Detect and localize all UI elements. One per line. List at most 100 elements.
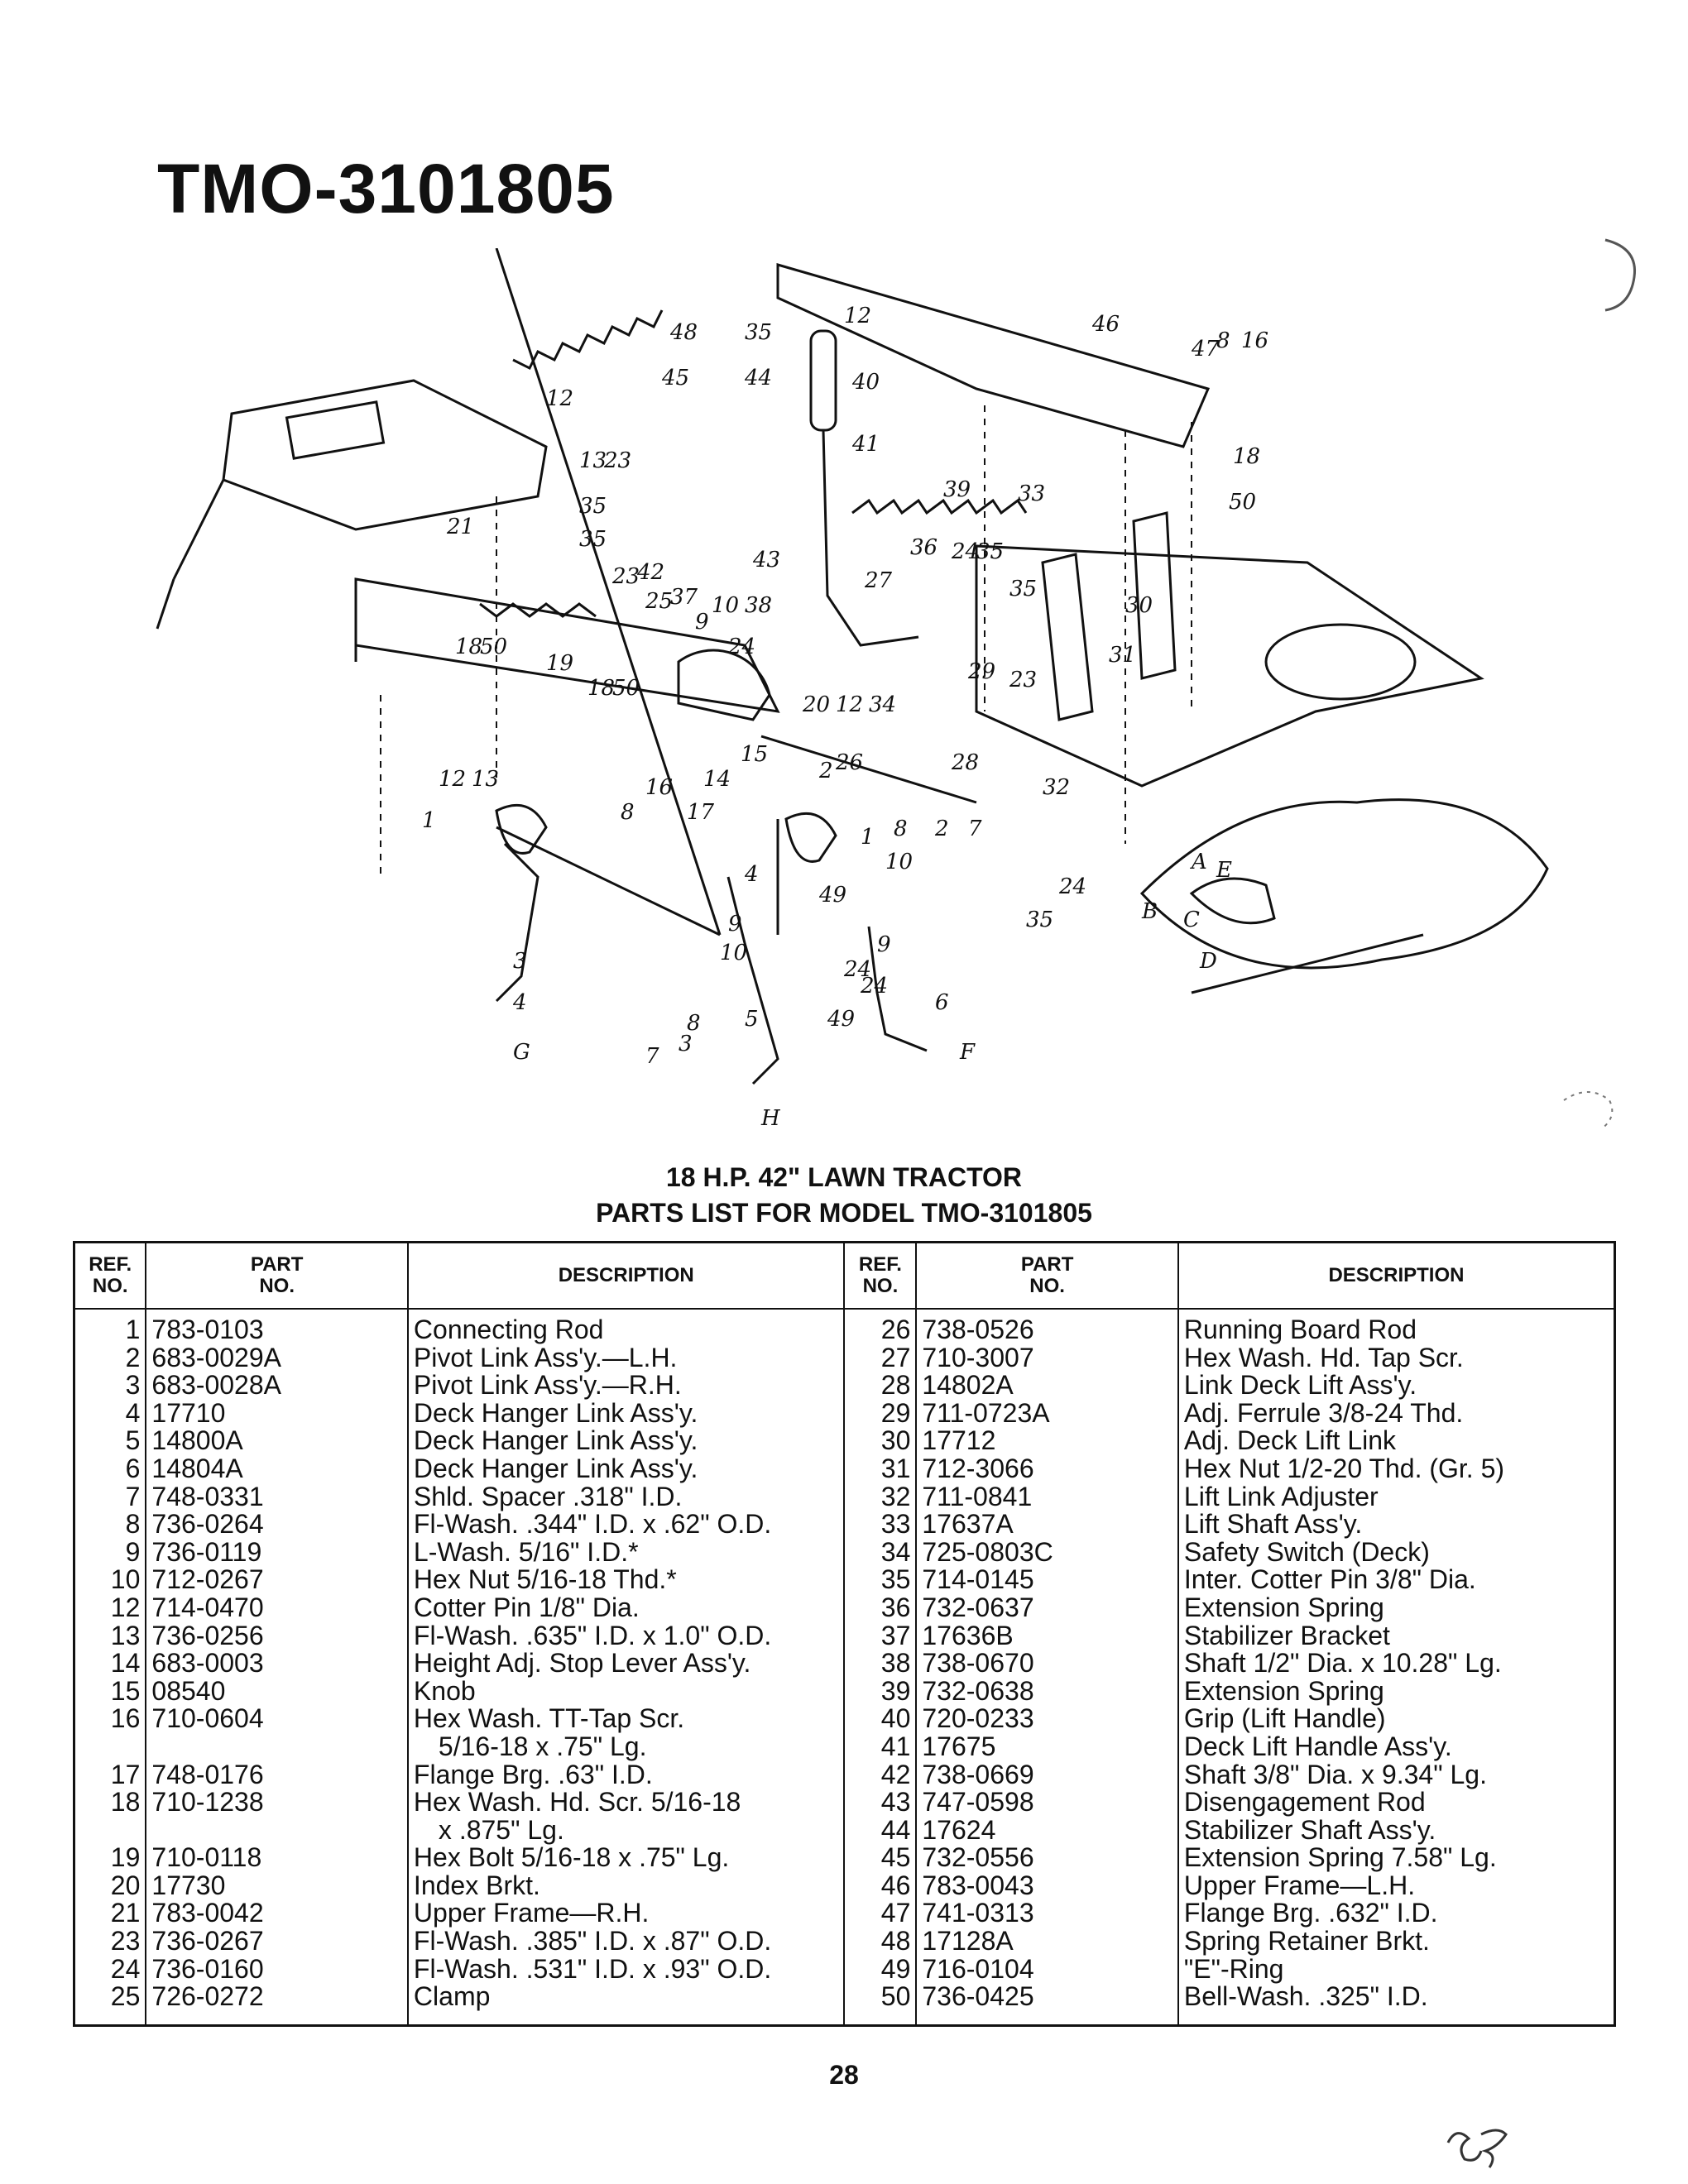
part-description: Lift Link Adjuster <box>1183 1481 1379 1511</box>
svg-text:7: 7 <box>968 817 982 841</box>
svg-text:16: 16 <box>1241 328 1268 353</box>
part-description: Fl-Wash. .531" I.D. x .93" O.D. <box>413 1953 772 1984</box>
svg-text:28: 28 <box>951 750 979 775</box>
ref-no: 19 <box>110 1842 141 1873</box>
parts-list-heading-2: PARTS LIST FOR MODEL TMO-3101805 <box>596 1198 1092 1228</box>
svg-text:44: 44 <box>744 366 772 390</box>
part-no: 683-0003 <box>151 1648 264 1679</box>
svg-text:17: 17 <box>687 800 715 825</box>
ref-no: 42 <box>880 1759 911 1789</box>
part-no: 711-0723A <box>922 1397 1050 1428</box>
svg-text:35: 35 <box>1026 908 1053 932</box>
svg-text:8: 8 <box>687 1011 701 1036</box>
svg-text:38: 38 <box>745 593 772 618</box>
svg-text:E: E <box>1216 858 1232 883</box>
pivot-link-lh <box>784 812 837 863</box>
part-no: 748-0331 <box>151 1481 264 1511</box>
extension-spring-45 <box>512 309 664 371</box>
ref-no: 26 <box>880 1315 911 1344</box>
part-no: 736-0264 <box>151 1509 264 1540</box>
svg-text:7: 7 <box>645 1044 659 1069</box>
svg-text:20: 20 <box>802 692 830 717</box>
svg-text:12: 12 <box>844 304 871 328</box>
svg-text:10: 10 <box>885 850 913 874</box>
tractor-frame <box>975 544 1484 788</box>
ref-no: 49 <box>880 1953 911 1984</box>
part-description: Connecting Rod <box>413 1315 604 1344</box>
ref-no: 46 <box>880 1870 911 1900</box>
svg-text:23: 23 <box>611 564 640 589</box>
svg-text:G: G <box>513 1040 530 1065</box>
svg-text:35: 35 <box>976 539 1004 564</box>
ref-no: 14 <box>110 1648 141 1679</box>
diagram-svg: 12 35 48 45 44 40 41 46 47 8 16 18 50 12… <box>156 247 1549 1131</box>
header-ref-right: REF.NO. <box>843 1241 918 1310</box>
ref-no: 36 <box>880 1592 911 1622</box>
part-no: 17636B <box>922 1620 1014 1650</box>
svg-text:5: 5 <box>745 1007 759 1032</box>
part-no: 17675 <box>922 1731 996 1761</box>
part-description: Extension Spring <box>1183 1675 1384 1706</box>
part-description: Deck Lift Handle Ass'y. <box>1183 1731 1452 1761</box>
svg-text:32: 32 <box>1043 775 1070 800</box>
grip-lift-handle <box>809 329 837 432</box>
svg-text:24: 24 <box>860 974 888 999</box>
adj-deck-lift-link <box>1132 511 1177 680</box>
svg-text:12: 12 <box>439 767 466 792</box>
svg-text:23: 23 <box>1009 668 1037 692</box>
svg-text:14: 14 <box>703 767 731 792</box>
ref-no: 35 <box>880 1564 911 1595</box>
svg-text:19: 19 <box>546 651 573 676</box>
svg-text:24: 24 <box>1058 874 1086 899</box>
ref-no: 39 <box>880 1675 911 1706</box>
part-description: Shaft 1/2" Dia. x 10.28" Lg. <box>1183 1648 1502 1679</box>
part-description: Upper Frame—L.H. <box>1183 1870 1416 1900</box>
ref-no: 9 <box>125 1536 141 1567</box>
ref-no: 6 <box>125 1453 141 1483</box>
part-no: 714-0145 <box>922 1564 1034 1595</box>
svg-text:25: 25 <box>645 589 673 614</box>
ref-no: 8 <box>125 1509 141 1540</box>
part-no: 710-0604 <box>151 1703 264 1734</box>
part-description: Cotter Pin 1/8" Dia. <box>413 1592 640 1622</box>
part-no: 17128A <box>922 1926 1014 1956</box>
svg-text:16: 16 <box>645 775 673 800</box>
ref-no: 7 <box>125 1481 141 1511</box>
part-description: Lift Shaft Ass'y. <box>1183 1509 1363 1540</box>
deck-hanger-link-4 <box>495 842 539 1003</box>
ref-no: 5 <box>125 1425 141 1456</box>
svg-text:36: 36 <box>910 535 938 560</box>
svg-text:23: 23 <box>603 448 631 473</box>
diagram-callouts: 12 35 48 45 44 40 41 46 47 8 16 18 50 12… <box>422 304 1268 1131</box>
part-description: Adj. Deck Lift Link <box>1183 1425 1397 1456</box>
part-no: 736-0119 <box>151 1536 262 1567</box>
part-description: Extension Spring 7.58" Lg. <box>1183 1842 1497 1873</box>
part-description: Hex Nut 5/16-18 Thd.* <box>413 1564 677 1595</box>
svg-text:A: A <box>1190 850 1207 874</box>
part-description: Deck Hanger Link Ass'y. <box>413 1425 698 1456</box>
page-number: 28 <box>829 2060 859 2090</box>
svg-text:6: 6 <box>935 990 949 1015</box>
svg-text:29: 29 <box>967 659 995 684</box>
part-no: 17637A <box>922 1509 1014 1540</box>
svg-text:1: 1 <box>861 825 875 850</box>
part-description: Knob <box>413 1675 476 1706</box>
ref-no: 29 <box>880 1397 911 1428</box>
part-no: 683-0029A <box>151 1342 281 1372</box>
svg-text:33: 33 <box>1018 481 1045 506</box>
lift-link <box>1041 553 1094 721</box>
svg-text:48: 48 <box>669 320 698 345</box>
svg-text:18: 18 <box>455 635 482 659</box>
ref-no: 50 <box>880 1981 911 2012</box>
deck-hanger-link-6 <box>867 926 928 1052</box>
pivot-link-rh <box>495 803 548 855</box>
header-desc-right: DESCRIPTION <box>1177 1241 1616 1310</box>
part-no: 14802A <box>922 1370 1014 1401</box>
ref-no: 33 <box>880 1509 911 1540</box>
ref-no: 34 <box>880 1536 911 1567</box>
part-no: 17712 <box>922 1425 996 1456</box>
ref-no: 13 <box>110 1620 141 1650</box>
part-no: 783-0042 <box>151 1898 264 1928</box>
svg-text:13: 13 <box>472 767 499 792</box>
